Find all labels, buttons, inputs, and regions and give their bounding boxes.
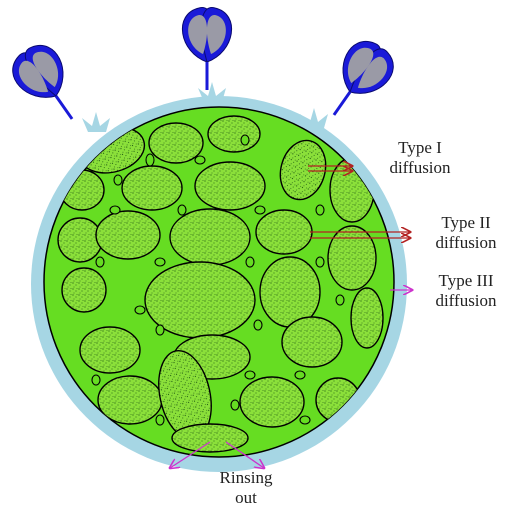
- flower-molecule-icon: [182, 8, 231, 90]
- rinsing-label-line1: Rinsing: [206, 468, 286, 488]
- type3-label-line1: Type III: [420, 271, 510, 291]
- type1-label-line1: Type I: [374, 138, 466, 158]
- type1-label-line2: diffusion: [374, 158, 466, 178]
- type3-label-line2: diffusion: [420, 291, 510, 311]
- type2-label-line1: Type II: [420, 213, 510, 233]
- rinsing-out-label: Rinsing out: [206, 468, 286, 508]
- type1-diffusion-label: Type I diffusion: [374, 138, 466, 178]
- type2-label-line2: diffusion: [420, 233, 510, 253]
- type3-diffusion-label: Type III diffusion: [420, 271, 510, 311]
- flower-molecule-icon: [5, 37, 93, 133]
- type2-diffusion-label: Type II diffusion: [420, 213, 510, 253]
- flower-molecule-icon: [314, 33, 402, 129]
- rinsing-label-line2: out: [206, 488, 286, 508]
